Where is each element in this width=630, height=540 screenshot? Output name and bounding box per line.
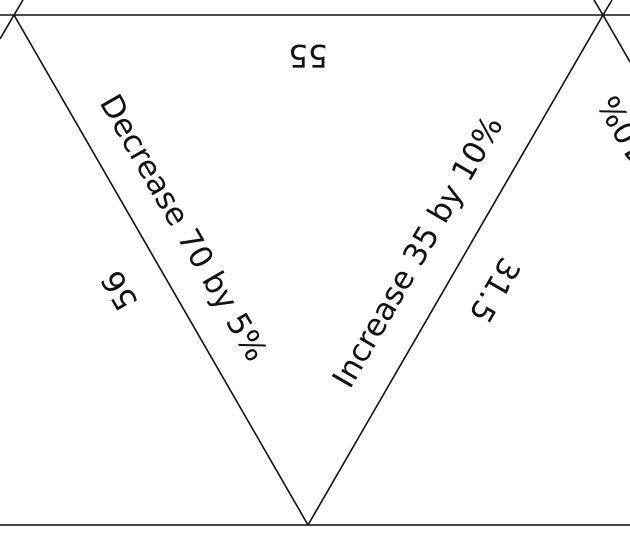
right-neighbor-answer: 31.5: [461, 251, 527, 329]
top-left-neighbor-edge: [13, 0, 24, 16]
right-edge-line: [307, 14, 604, 526]
right-partial-text: 10%: [591, 89, 630, 167]
left-edge-line: [13, 14, 309, 526]
left-edge-question: Decrease 70 by 5%: [92, 88, 274, 367]
left-neighbor-answer: 56: [95, 264, 146, 316]
top-right-neighbor-edge-b: [593, 0, 604, 16]
top-right-neighbor-edge-a: [602, 0, 613, 16]
right-neighbor-edge: [602, 14, 630, 63]
right-edge-question: Increase 35 by 10%: [326, 110, 511, 394]
left-neighbor-edge: [0, 14, 15, 40]
top-value: 55: [288, 37, 327, 73]
